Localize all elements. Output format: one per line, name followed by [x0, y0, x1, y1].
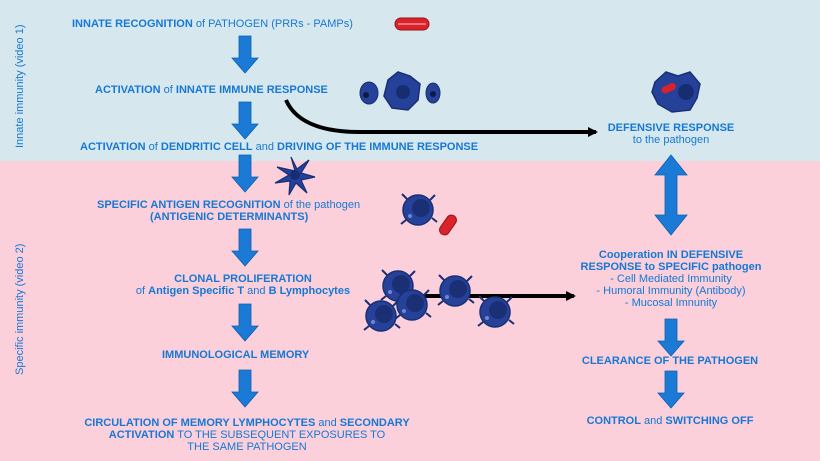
defensive-response: DEFENSIVE RESPONSE to the pathogen [607, 122, 735, 146]
lymphocyte-cluster-icon [363, 269, 515, 332]
innate-cells-icon [359, 71, 441, 111]
cooperation-defensive-response: Cooperation IN DEFENSIVE RESPONSE to SPE… [580, 249, 762, 309]
step-specific-antigen-recognition: SPECIFIC ANTIGEN RECOGNITION of the path… [97, 199, 361, 223]
down-arrow-2 [231, 101, 259, 140]
step-circulation-memory: CIRCULATION OF MEMORY LYMPHOCYTES and SE… [84, 417, 410, 453]
step-immunological-memory: IMMUNOLOGICAL MEMORY [162, 349, 310, 361]
down-arrow-3 [231, 154, 259, 193]
clearance-of-pathogen: CLEARANCE OF THE PATHOGEN [581, 355, 759, 367]
control-and-switching-off: CONTROL and SWITCHING OFF [586, 415, 754, 427]
down-arrow-5 [231, 303, 259, 342]
pathogen-icon [394, 17, 430, 31]
step-activation-dendritic-cell: ACTIVATION of DENDRITIC CELL and DRIVING… [80, 141, 479, 153]
down-arrow-clearance [657, 318, 685, 357]
double-arrow [654, 154, 688, 236]
step-clonal-proliferation: CLONAL PROLIFERATION of Antigen Specific… [135, 273, 351, 297]
macrophage-icon [651, 71, 701, 113]
step-innate-recognition: INNATE RECOGNITION of PATHOGEN (PRRs - P… [72, 18, 353, 30]
dendritic-cell-icon [274, 156, 316, 196]
down-arrow-control [657, 370, 685, 409]
down-arrow-4 [231, 228, 259, 267]
curved-arrow [284, 99, 598, 137]
down-arrow-1 [231, 35, 259, 74]
down-arrow-6 [231, 369, 259, 408]
lymphocyte-icon [400, 193, 457, 236]
step-activation-innate-response: ACTIVATION of INNATE IMMUNE RESPONSE [95, 84, 328, 96]
